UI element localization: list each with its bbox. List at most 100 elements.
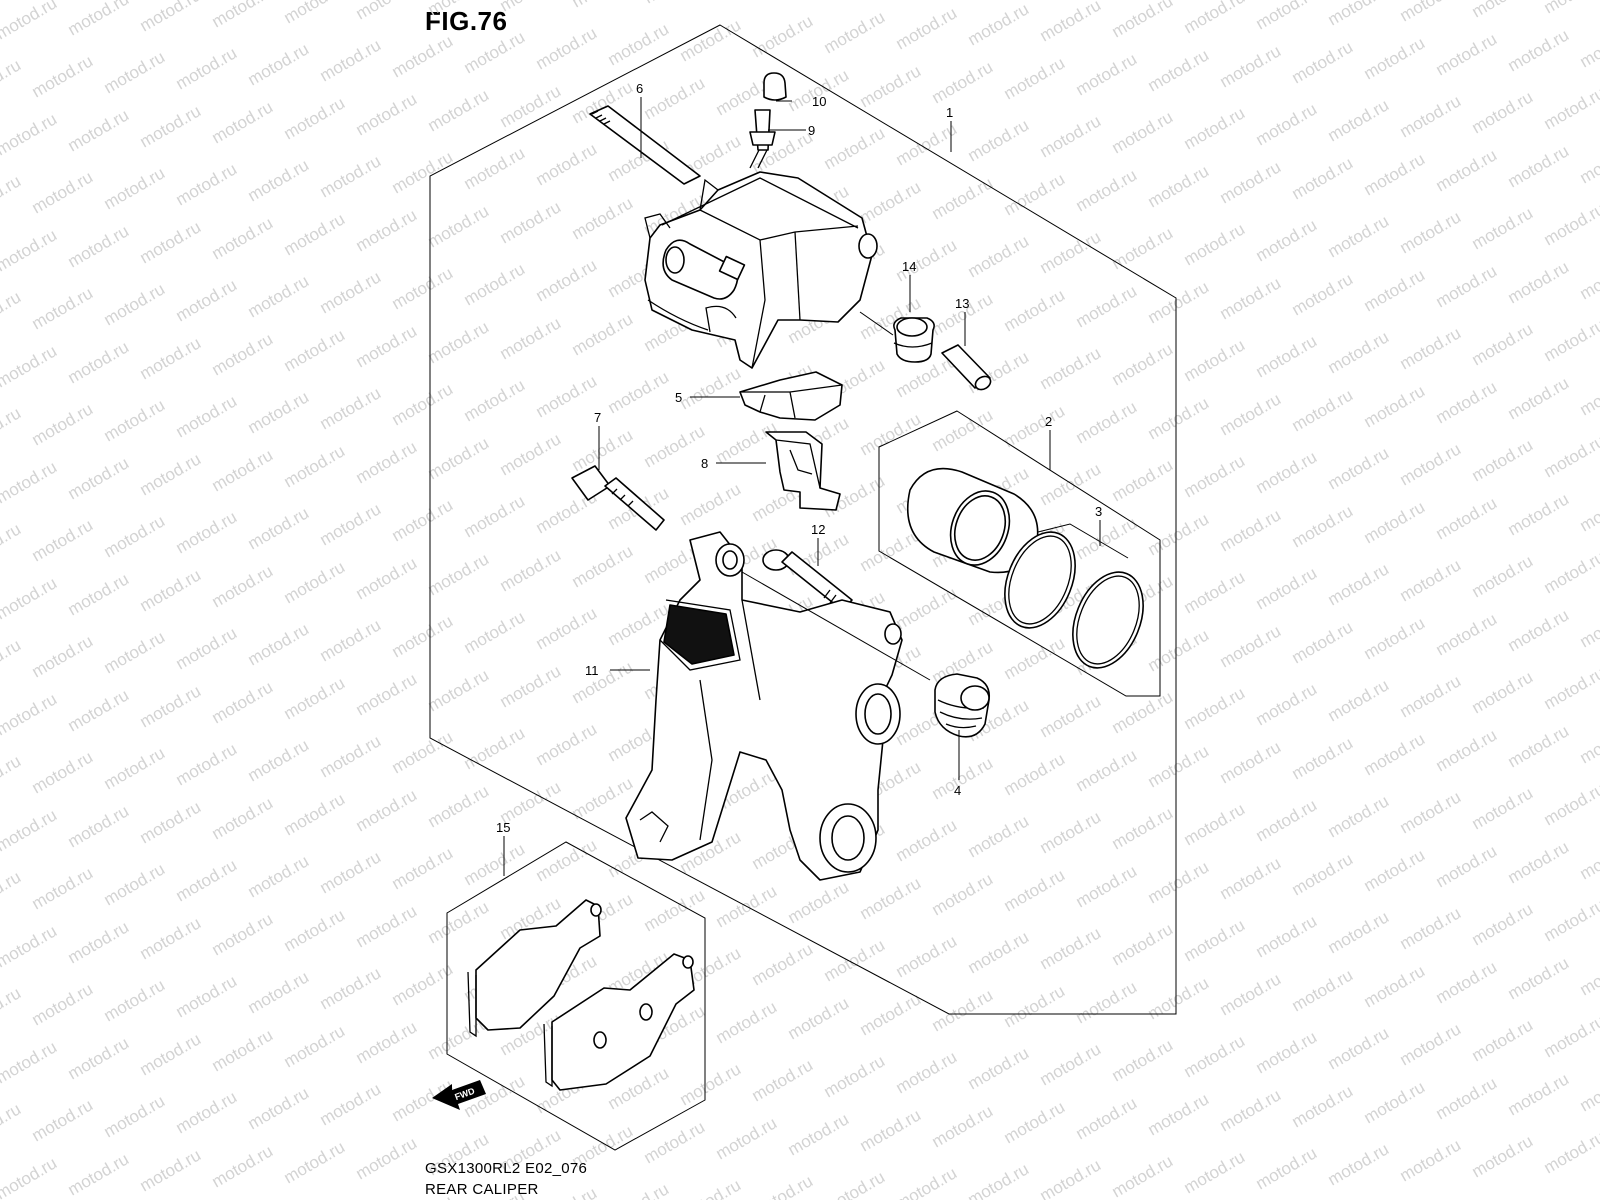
watermark-text: motod.ru xyxy=(1361,497,1429,547)
watermark-text: motod.ru xyxy=(641,0,709,7)
watermark-text: motod.ru xyxy=(1253,0,1321,33)
watermark-text: motod.ru xyxy=(1037,1039,1105,1089)
watermark-text: motod.ru xyxy=(101,511,169,561)
watermark-text: motod.ru xyxy=(1145,1089,1213,1139)
watermark-text: motod.ru xyxy=(713,997,781,1047)
watermark-text: motod.ru xyxy=(1577,1065,1600,1115)
watermark-text: motod.ru xyxy=(821,7,889,57)
watermark-text: motod.ru xyxy=(137,217,205,267)
brake-pads-part-15 xyxy=(467,899,695,1091)
watermark-text: motod.ru xyxy=(1433,957,1501,1007)
watermark-text: motod.ru xyxy=(353,1017,421,1067)
watermark-text: motod.ru xyxy=(1469,319,1537,369)
caliper-body xyxy=(644,171,878,369)
watermark-text: motod.ru xyxy=(353,553,421,603)
watermark-text: motod.ru xyxy=(1577,717,1600,767)
watermark-text: motod.ru xyxy=(461,375,529,425)
watermark-text: motod.ru xyxy=(209,909,277,959)
watermark-text: motod.ru xyxy=(929,57,997,107)
watermark-text: motod.ru xyxy=(1145,741,1213,791)
watermark-text: motod.ru xyxy=(1217,505,1285,555)
watermark-text: motod.ru xyxy=(1505,373,1573,423)
watermark-text: motod.ru xyxy=(101,627,169,677)
watermark-text: motod.ru xyxy=(533,835,601,885)
watermark-text: motod.ru xyxy=(1253,215,1321,265)
watermark-text: motod.ru xyxy=(0,1037,60,1087)
watermark-text: motod.ru xyxy=(137,0,205,35)
watermark-text: motod.ru xyxy=(245,967,313,1017)
watermark-text: motod.ru xyxy=(1505,953,1573,1003)
watermark-text: motod.ru xyxy=(497,661,565,711)
watermark-text: motod.ru xyxy=(1253,1143,1321,1193)
watermark-text: motod.ru xyxy=(173,855,241,905)
watermark-text: motod.ru xyxy=(209,1025,277,1075)
watermark-text: motod.ru xyxy=(317,499,385,549)
watermark-text: motod.ru xyxy=(65,801,133,851)
watermark-text: motod.ru xyxy=(1001,285,1069,335)
watermark-text: motod.ru xyxy=(461,27,529,77)
bleeder-valve-part-9 xyxy=(749,109,776,169)
watermark-text: motod.ru xyxy=(1397,787,1465,837)
watermark-text: motod.ru xyxy=(1397,1019,1465,1069)
watermark-text: motod.ru xyxy=(1541,199,1600,249)
watermark-text: motod.ru xyxy=(965,231,1033,281)
watermark-text: motod.ru xyxy=(1109,1151,1177,1200)
watermark-text: motod.ru xyxy=(533,255,601,305)
watermark-text: motod.ru xyxy=(497,545,565,595)
watermark-text: motod.ru xyxy=(281,673,349,723)
watermark-text: motod.ru xyxy=(1325,1023,1393,1073)
watermark-text: motod.ru xyxy=(0,805,60,855)
watermark-text: motod.ru xyxy=(1361,613,1429,663)
callout-15: 15 xyxy=(496,820,510,835)
watermark-text: motod.ru xyxy=(317,383,385,433)
watermark-text: motod.ru xyxy=(389,263,457,313)
watermark-text: motod.ru xyxy=(893,815,961,865)
watermark-text: motod.ru xyxy=(1469,1015,1537,1065)
watermark-text: motod.ru xyxy=(965,811,1033,861)
watermark-text: motod.ru xyxy=(1541,431,1600,481)
watermark-text: motod.ru xyxy=(173,1087,241,1137)
watermark-text: motod.ru xyxy=(1001,53,1069,103)
watermark-text: motod.ru xyxy=(353,0,421,23)
watermark-text: motod.ru xyxy=(389,843,457,893)
watermark-text: motod.ru xyxy=(713,0,781,3)
bleeder-cap-part-10 xyxy=(763,72,787,101)
watermark-text: motod.ru xyxy=(65,569,133,619)
watermark-text: motod.ru xyxy=(0,1153,60,1200)
watermark-text: motod.ru xyxy=(1397,671,1465,721)
watermark-text: motod.ru xyxy=(1361,381,1429,431)
watermark-text: motod.ru xyxy=(317,151,385,201)
watermark-text: motod.ru xyxy=(1289,501,1357,551)
slide-pin-part-6 xyxy=(589,105,701,185)
watermark-text: motod.ru xyxy=(1181,335,1249,385)
watermark-text: motod.ru xyxy=(569,541,637,591)
watermark-text: motod.ru xyxy=(1289,849,1357,899)
figure-title: FIG.76 xyxy=(425,6,508,36)
watermark-text: motod.ru xyxy=(1541,0,1600,17)
watermark-text: motod.ru xyxy=(533,719,601,769)
watermark-text: motod.ru xyxy=(1217,969,1285,1019)
watermark-text: motod.ru xyxy=(1577,253,1600,303)
watermark-text: motod.ru xyxy=(785,877,853,927)
watermark-text: motod.ru xyxy=(1469,667,1537,717)
watermark-text: motod.ru xyxy=(1433,841,1501,891)
watermark-text: motod.ru xyxy=(1541,547,1600,597)
watermark-text: motod.ru xyxy=(389,379,457,429)
watermark-text: motod.ru xyxy=(389,147,457,197)
watermark-text: motod.ru xyxy=(497,197,565,247)
watermark-text: motod.ru xyxy=(425,665,493,715)
watermark-text: motod.ru xyxy=(1433,609,1501,659)
watermark-text: motod.ru xyxy=(1145,973,1213,1023)
watermark-text: motod.ru xyxy=(209,445,277,495)
watermark-text: motod.ru xyxy=(137,101,205,151)
watermark-text: motod.ru xyxy=(209,677,277,727)
boot-part-14 xyxy=(893,317,935,363)
watermark-text: motod.ru xyxy=(245,155,313,205)
watermark-text: motod.ru xyxy=(0,519,24,569)
watermark-text: motod.ru xyxy=(461,723,529,773)
watermark-text: motod.ru xyxy=(857,409,925,459)
watermark-text: motod.ru xyxy=(1073,165,1141,215)
watermark-text: motod.ru xyxy=(1109,455,1177,505)
watermark-text: motod.ru xyxy=(137,1029,205,1079)
watermark-text: motod.ru xyxy=(29,399,97,449)
